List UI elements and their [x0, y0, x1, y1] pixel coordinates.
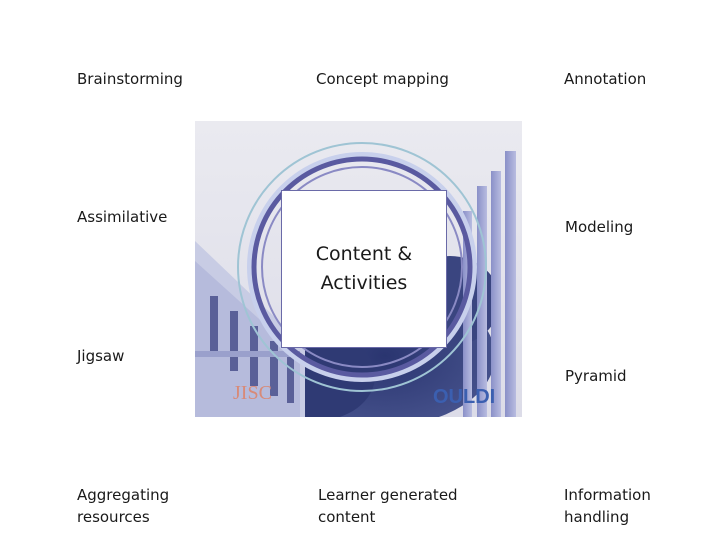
- label-pyramid: Pyramid: [565, 367, 627, 385]
- label-brainstorming: Brainstorming: [77, 70, 183, 88]
- rings: [237, 142, 487, 392]
- label-information-handling: Information handling: [564, 486, 651, 526]
- label-concept-mapping: Concept mapping: [316, 70, 449, 88]
- label-jigsaw: Jigsaw: [77, 347, 125, 365]
- label-aggregating-resources: Aggregating resources: [77, 486, 170, 526]
- jisc-logo: JISC: [233, 382, 272, 404]
- label-annotation: Annotation: [564, 70, 647, 88]
- label-modeling: Modeling: [565, 218, 634, 236]
- center-title: Content & Activities: [315, 243, 413, 294]
- center-box: Content & Activities: [281, 190, 447, 348]
- label-assimilative: Assimilative: [77, 208, 168, 226]
- ouldi-logo: OULDI: [433, 386, 495, 408]
- label-learner-generated-content: Learner generated content: [318, 486, 458, 526]
- building: [195, 241, 305, 417]
